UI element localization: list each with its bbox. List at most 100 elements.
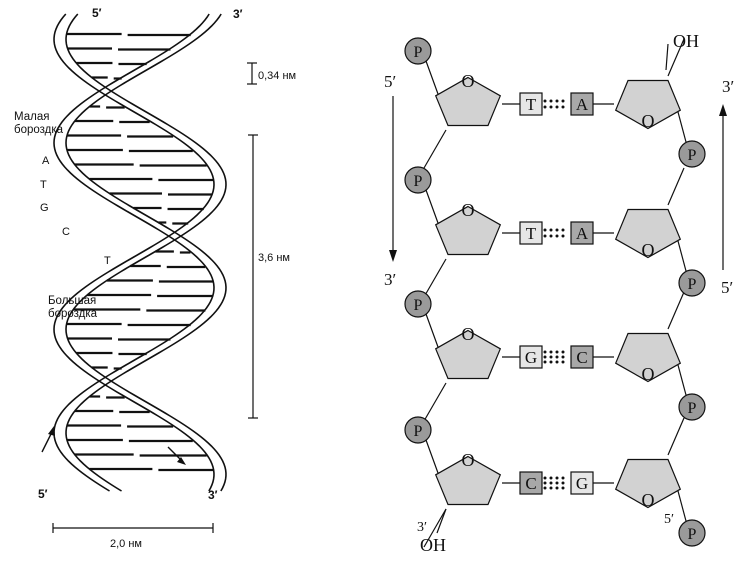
- right-backbone-bond: [667, 291, 685, 330]
- left-sugar-ring: [434, 329, 502, 380]
- sugar-oxygen-label: O: [462, 324, 475, 344]
- left-strand-direction-arrow: [389, 96, 397, 262]
- width-label: 2,0 нм: [110, 538, 142, 550]
- hydrogen-bond-dot: [543, 228, 547, 232]
- hydrogen-bond-dot: [549, 228, 553, 232]
- right-sugar-ring: [614, 332, 682, 383]
- hydrogen-bond-dot: [561, 99, 565, 103]
- left-base-letter: G: [525, 348, 537, 367]
- phosphate-circle: [678, 140, 706, 168]
- right-sugar-ring: [614, 79, 682, 130]
- right-backbone-bond: [677, 364, 687, 396]
- hydrogen-bond-dot: [561, 105, 565, 109]
- helix-top-5prime-label: 5′: [92, 6, 102, 20]
- hydrogen-bond-dot: [543, 350, 547, 354]
- phosphate-label: P: [414, 173, 423, 190]
- sugar-oxygen-label: O: [642, 364, 655, 384]
- left-strand-5prime-label: 5′: [384, 72, 396, 91]
- hydrogen-bond-dot: [549, 234, 553, 238]
- phosphate-label: P: [688, 147, 697, 164]
- phosphate-circle: [678, 393, 706, 421]
- bottom-right-5prime-label: 5′: [664, 512, 674, 527]
- helix-top-3prime-label: 3′: [233, 7, 243, 21]
- pitch-label: 3,6 нм: [258, 252, 290, 264]
- hydrogen-bond-dot: [549, 350, 553, 354]
- left-base-box: [519, 92, 543, 116]
- phosphate-label: P: [414, 423, 423, 440]
- right-strand-3prime-label: 3′: [722, 77, 734, 96]
- hydrogen-bond-dot: [555, 350, 559, 354]
- hydrogen-bond-dot: [561, 234, 565, 238]
- hydrogen-bond-dot: [549, 105, 553, 109]
- hydrogen-bond-dot: [543, 481, 547, 485]
- right-sugar-ring: [614, 458, 682, 509]
- right-backbone-bond: [667, 167, 685, 206]
- right-backbone-bond: [667, 38, 685, 77]
- right-sugar-ring: [614, 208, 682, 259]
- phosphate-label: P: [414, 297, 423, 314]
- hydrogen-bond-dot: [543, 105, 547, 109]
- left-backbone-bond: [423, 258, 447, 298]
- left-strand-3prime-label: 3′: [384, 270, 396, 289]
- sugar-oxygen-label: O: [462, 200, 475, 220]
- left-base-letter: T: [526, 95, 537, 114]
- right-base-box: [570, 221, 594, 245]
- right-base-box: [570, 92, 594, 116]
- pitch-scale-bar: [248, 134, 258, 419]
- helix-bottom-5prime-label: 5′: [38, 487, 48, 501]
- helix-base-label: C: [62, 226, 70, 238]
- hydrogen-bond-dot: [543, 99, 547, 103]
- width-scale-bar: [52, 523, 214, 533]
- hydrogen-bond-dot: [555, 234, 559, 238]
- minor-groove-label-line1: Малая: [14, 111, 49, 123]
- bottom-oh-label: OH: [420, 535, 446, 555]
- phosphate-circle: [404, 37, 432, 65]
- backbone-bonds: [423, 38, 687, 548]
- left-sugar-ring: [434, 455, 502, 506]
- hydrogen-bond-dot: [543, 355, 547, 359]
- phosphate-circle: [678, 519, 706, 547]
- hydrogen-bond-dot: [555, 105, 559, 109]
- hydrogen-bond-dot: [561, 350, 565, 354]
- right-backbone-bond: [677, 111, 687, 143]
- phosphate-label: P: [414, 44, 423, 61]
- rise-scale-bar: [247, 62, 257, 85]
- helix-strand-front: [53, 13, 227, 492]
- hydrogen-bond-dot: [543, 486, 547, 490]
- left-backbone-bond: [425, 439, 439, 474]
- rise-label: 0,34 нм: [258, 70, 296, 82]
- left-backbone-bond: [425, 60, 439, 95]
- right-base-letter: G: [576, 474, 588, 493]
- hydrogen-bond-dot: [549, 355, 553, 359]
- double-helix-panel: 5′ 3′ 5′ 3′ Малая бороздка Большая бороз…: [14, 6, 296, 550]
- left-base-box: [519, 345, 543, 369]
- helix-direction-arrow-right: [167, 446, 186, 465]
- hydrogen-bond-dot: [561, 355, 565, 359]
- helix-strand-back-edge: [53, 13, 215, 492]
- left-backbone-bond: [423, 508, 447, 548]
- helix-strand-back: [53, 13, 227, 492]
- hydrogen-bond-dot: [543, 360, 547, 364]
- phosphate-circle: [404, 166, 432, 194]
- left-sugar-ring: [434, 205, 502, 256]
- hydrogen-bond-dot: [549, 99, 553, 103]
- hydrogen-bond-dot: [549, 481, 553, 485]
- left-base-letter: C: [525, 474, 536, 493]
- left-backbone-bond: [423, 129, 447, 169]
- left-sugar-ring: [434, 76, 502, 127]
- hydrogen-bond-dot: [549, 476, 553, 480]
- base-pair-rungs: [66, 32, 214, 472]
- left-backbone-bond: [423, 382, 447, 422]
- hydrogen-bond-dot: [555, 481, 559, 485]
- sugar-oxygen-label: O: [642, 490, 655, 510]
- helix-base-label: T: [104, 255, 111, 267]
- right-backbone-bond: [667, 417, 685, 456]
- sugar-oxygen-label: O: [462, 450, 475, 470]
- right-base-letter: C: [576, 348, 587, 367]
- helix-direction-arrow-left: [41, 426, 55, 453]
- hydrogen-bond-dot: [555, 360, 559, 364]
- left-backbone-bond: [425, 189, 439, 224]
- left-backbone-bond: [425, 313, 439, 348]
